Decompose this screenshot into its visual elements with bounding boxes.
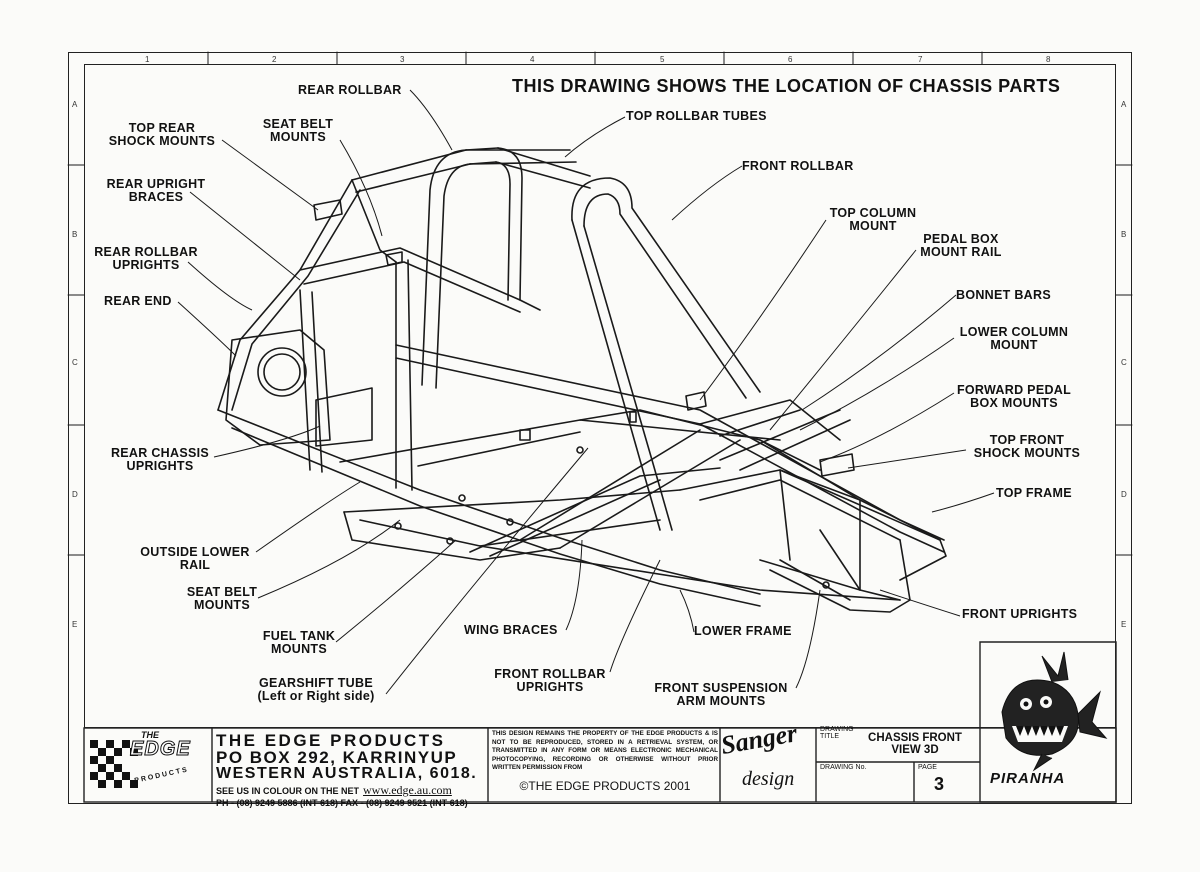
label-rear-end: REAR END	[104, 294, 172, 308]
piranha-mascot	[982, 642, 1112, 798]
page-label: PAGE	[918, 764, 937, 771]
label-front-suspension-arm-mounts: FRONT SUSPENSION ARM MOUNTS	[654, 681, 788, 708]
zone-col-8: 8	[1046, 55, 1051, 64]
zone-row-c-right: C	[1121, 358, 1127, 367]
drawing-title: CHASSIS FRONT VIEW 3D	[868, 732, 962, 756]
label-top-column-mount: TOP COLUMN MOUNT	[829, 206, 917, 233]
zone-row-a-left: A	[72, 100, 78, 109]
label-bonnet-bars: BONNET BARS	[956, 288, 1051, 302]
zone-row-e-right: E	[1121, 620, 1127, 629]
label-rear-rollbar-uprights: REAR ROLLBAR UPRIGHTS	[94, 245, 198, 272]
logo-edge: EDGE	[130, 738, 191, 761]
copyright-notice: ©THE EDGE PRODUCTS 2001	[519, 779, 691, 793]
label-fuel-tank-mounts: FUEL TANK MOUNTS	[262, 629, 336, 656]
zone-row-d-right: D	[1121, 490, 1127, 499]
zone-row-b-left: B	[72, 230, 78, 239]
label-front-rollbar-uprights: FRONT ROLLBAR UPRIGHTS	[494, 667, 606, 694]
title-label: TITLE	[820, 733, 840, 740]
edge-products-logo	[86, 730, 210, 800]
label-wing-braces: WING BRACES	[464, 623, 558, 637]
piranha-wordmark: PIRANHA	[990, 770, 1066, 787]
label-rear-rollbar: REAR ROLLBAR	[298, 83, 402, 97]
zone-col-1: 1	[145, 55, 150, 64]
logo-the: THE	[141, 730, 159, 740]
checkered-flag-icon	[90, 740, 138, 788]
label-outside-lower-rail: OUTSIDE LOWER RAIL	[140, 545, 250, 572]
company-phone-fax: PH - (08) 9249 5886 (INT 618) FAX - (08)…	[216, 798, 468, 808]
label-seat-belt-mounts-top: SEAT BELT MOUNTS	[262, 117, 334, 144]
company-name: THE EDGE PRODUCTS	[216, 731, 446, 750]
zone-row-d-left: D	[72, 490, 78, 499]
company-url-link[interactable]: www.edge.au.com	[363, 783, 452, 797]
zone-col-3: 3	[400, 55, 405, 64]
zone-col-6: 6	[788, 55, 793, 64]
label-lower-column-mount: LOWER COLUMN MOUNT	[959, 325, 1069, 352]
zone-col-7: 7	[918, 55, 923, 64]
sheet-outer-border	[68, 52, 1132, 804]
zone-row-b-right: B	[1121, 230, 1127, 239]
zone-col-5: 5	[660, 55, 665, 64]
company-location: WESTERN AUSTRALIA, 6018.	[216, 765, 478, 782]
label-top-rear-shock-mounts: TOP REAR SHOCK MOUNTS	[108, 121, 216, 148]
label-rear-chassis-uprights: REAR CHASSIS UPRIGHTS	[110, 446, 210, 473]
label-pedal-box-mount-rail: PEDAL BOX MOUNT RAIL	[920, 232, 1002, 259]
label-lower-frame: LOWER FRAME	[694, 624, 792, 638]
designer-sub: design	[742, 768, 795, 790]
label-top-rollbar-tubes: TOP ROLLBAR TUBES	[626, 109, 767, 123]
drawing-label: DRAWING	[820, 726, 854, 733]
drawing-number-label: DRAWING No.	[820, 764, 867, 771]
label-rear-upright-braces: REAR UPRIGHT BRACES	[106, 177, 206, 204]
drawing-heading: THIS DRAWING SHOWS THE LOCATION OF CHASS…	[512, 76, 1061, 96]
label-forward-pedal-box-mounts: FORWARD PEDAL BOX MOUNTS	[956, 383, 1072, 410]
zone-row-c-left: C	[72, 358, 78, 367]
piranha-fish-icon	[1001, 651, 1108, 772]
zone-col-2: 2	[272, 55, 277, 64]
company-po-box: PO BOX 292, KARRINYUP	[216, 748, 458, 767]
copyright-disclaimer: THIS DESIGN REMAINS THE PROPERTY OF THE …	[492, 730, 718, 771]
label-front-rollbar: FRONT ROLLBAR	[742, 159, 854, 173]
page-number: 3	[934, 774, 945, 794]
label-front-uprights: FRONT UPRIGHTS	[962, 607, 1078, 621]
label-seat-belt-mounts-bottom: SEAT BELT MOUNTS	[186, 585, 258, 612]
zone-row-a-right: A	[1121, 100, 1127, 109]
label-top-front-shock-mounts: TOP FRONT SHOCK MOUNTS	[973, 433, 1081, 460]
zone-col-4: 4	[530, 55, 535, 64]
label-top-frame: TOP FRAME	[996, 486, 1072, 500]
zone-row-e-left: E	[72, 620, 78, 629]
label-gearshift-tube: GEARSHIFT TUBE (Left or Right side)	[257, 676, 375, 703]
